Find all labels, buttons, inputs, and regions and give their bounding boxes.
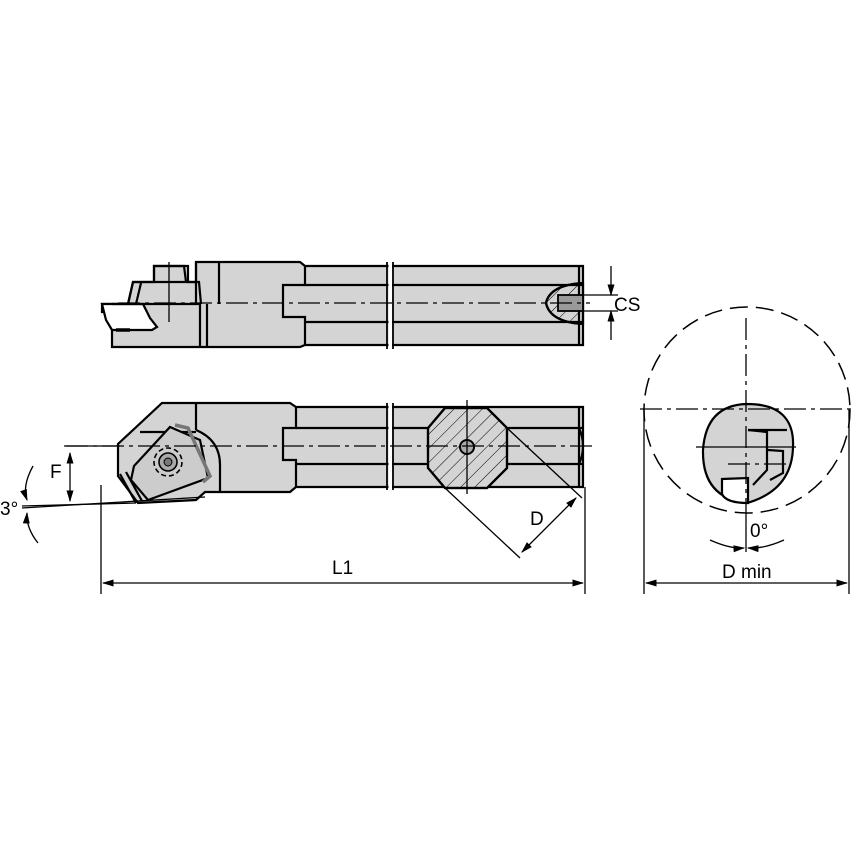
angle-3-dimension: [20, 465, 206, 594]
side-view: [66, 400, 592, 505]
cs-dimension: [583, 266, 618, 340]
f-label: F: [50, 462, 62, 483]
d-min-label: D min: [722, 562, 772, 583]
cs-label: CS: [614, 295, 641, 316]
l1-label: L1: [332, 558, 354, 579]
angle-3-label: 3°: [0, 499, 19, 520]
top-view: [100, 260, 590, 349]
l1-dimension: [101, 487, 586, 594]
f-dimension: [64, 445, 120, 503]
d-dimension: [444, 427, 583, 559]
end-view: [640, 306, 854, 594]
angle-0-label: 0°: [750, 521, 769, 542]
d-label: D: [530, 509, 544, 530]
